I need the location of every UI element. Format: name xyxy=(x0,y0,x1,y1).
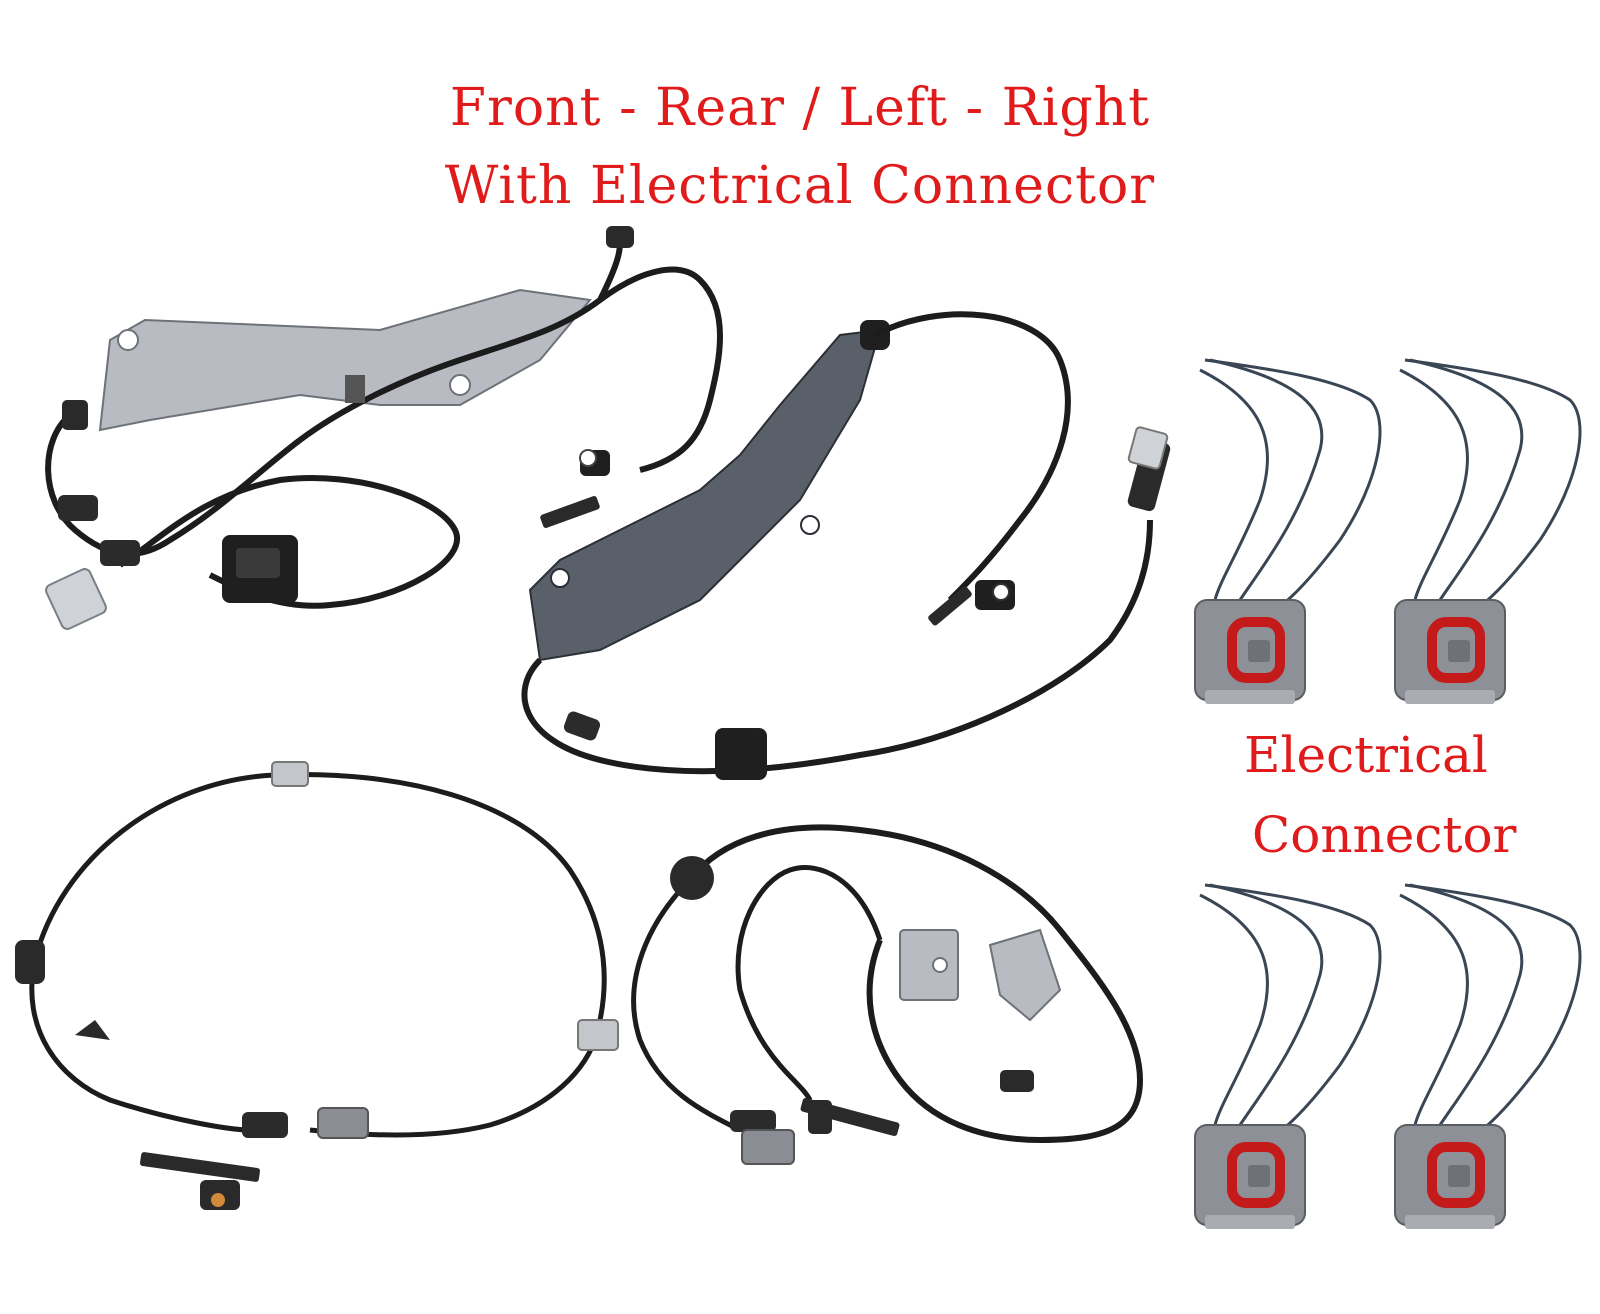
abs-sensor-rear-right xyxy=(631,824,1144,1165)
electrical-connector-4 xyxy=(1394,883,1582,1229)
electrical-connector-1 xyxy=(1194,358,1382,704)
headline-line-1: Front - Rear / Left - Right xyxy=(449,78,1151,138)
connector-label-line-2: Connector xyxy=(1252,806,1517,864)
electrical-connector-2 xyxy=(1394,358,1582,704)
abs-sensor-front-right xyxy=(521,311,1171,780)
electrical-connector-3 xyxy=(1194,883,1382,1229)
abs-sensor-rear-left xyxy=(15,761,619,1210)
abs-sensor-front-left xyxy=(45,226,723,630)
connector-label-line-1: Electrical xyxy=(1244,726,1488,784)
headline-line-2: With Electrical Connector xyxy=(444,156,1156,216)
